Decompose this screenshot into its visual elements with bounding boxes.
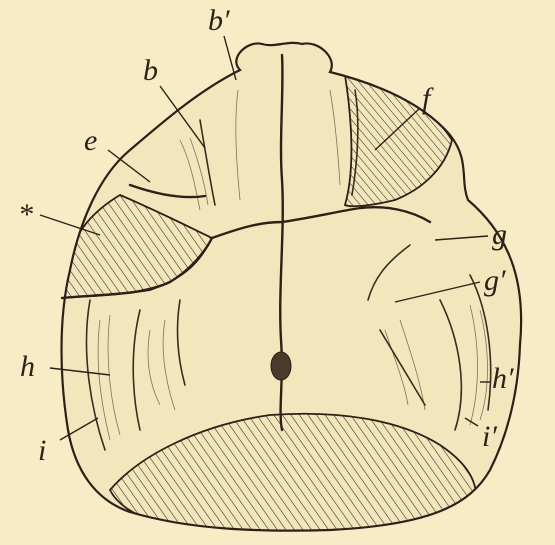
label-i: i	[38, 434, 46, 467]
label-asterisk: *	[18, 198, 33, 231]
label-h: h	[20, 350, 35, 383]
label-b-prime: b′	[208, 4, 230, 37]
label-h-prime: h′	[492, 362, 514, 395]
label-i-prime: i′	[482, 420, 497, 453]
label-g-prime: g′	[484, 264, 506, 297]
central-ovoid	[271, 352, 291, 380]
label-g: g	[492, 218, 507, 251]
label-b: b	[143, 54, 158, 87]
label-e: e	[84, 124, 97, 157]
label-f: f	[422, 82, 434, 115]
